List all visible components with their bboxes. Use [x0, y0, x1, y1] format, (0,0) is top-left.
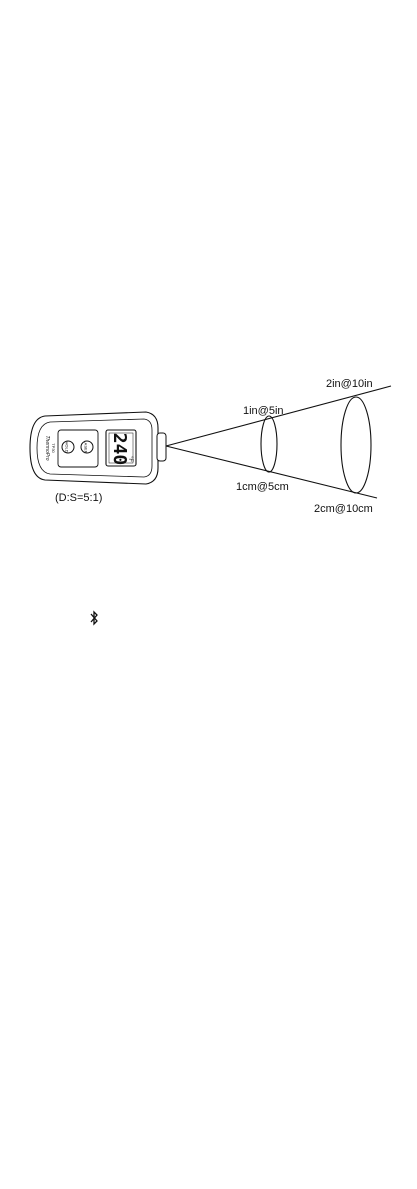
- near-spot-ellipse: [261, 416, 277, 472]
- brand-label: ThermoPro: [44, 435, 50, 460]
- distance-spot-ratio-label: (D:S=5:1): [55, 492, 102, 504]
- near-spot-cm-label: 1cm@5cm: [236, 481, 289, 493]
- sensor-nose: [157, 433, 166, 461]
- far-spot-cm-label: 2cm@10cm: [314, 503, 373, 515]
- bluetooth-icon: [89, 610, 99, 626]
- far-spot-ellipse: [341, 397, 371, 493]
- hold-button[interactable]: HOLD: [62, 441, 74, 453]
- laser-button-label: LASER: [84, 440, 89, 453]
- thermometer-device: ThermoPro TP30 HOLD LASER 240 °F: [30, 412, 166, 484]
- near-spot-inch-label: 1in@5in: [243, 405, 284, 417]
- hold-button-label: HOLD: [65, 441, 70, 452]
- brand-sub-label: TP30: [51, 443, 56, 453]
- far-spot-inch-label: 2in@10in: [326, 378, 373, 390]
- lcd-display-unit: °F: [127, 456, 133, 462]
- laser-button[interactable]: LASER: [81, 440, 93, 453]
- lcd-display-value: 240: [109, 433, 130, 466]
